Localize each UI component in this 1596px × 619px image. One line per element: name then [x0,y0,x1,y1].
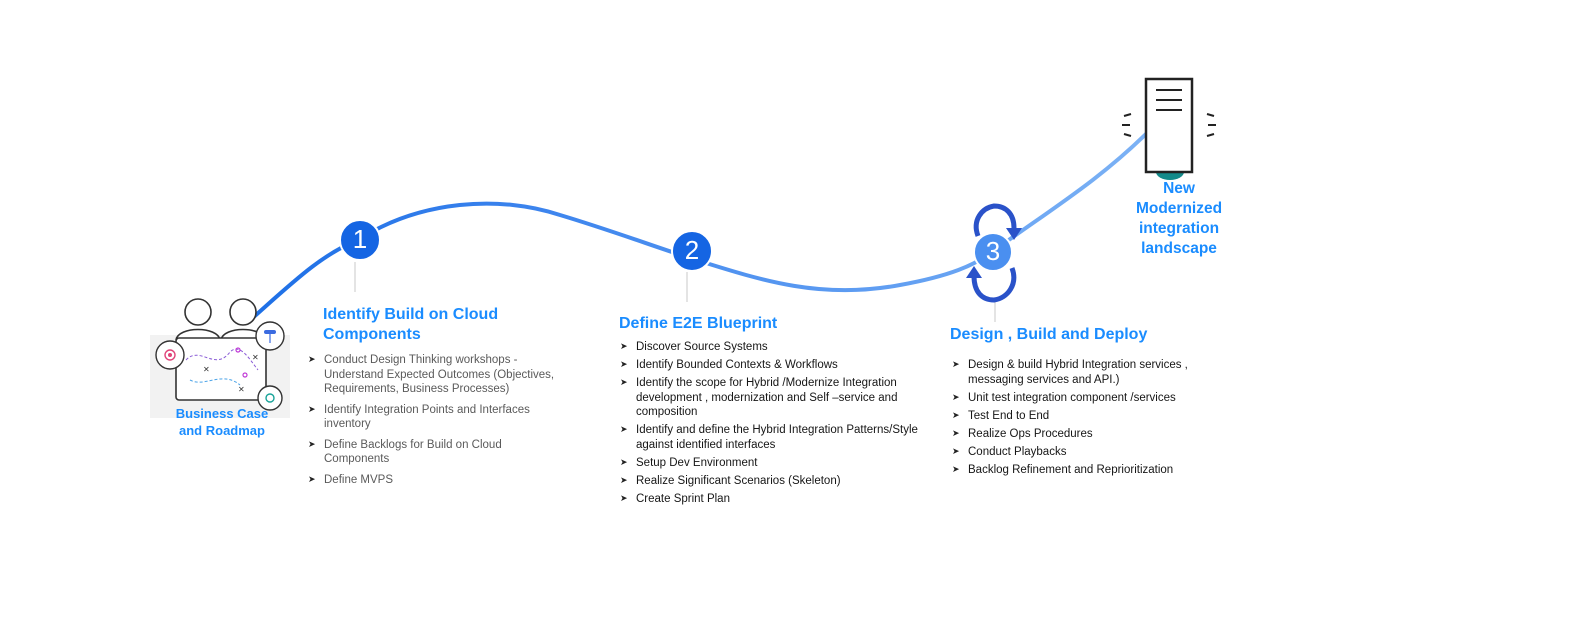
phase2-list: Discover Source Systems Identify Bounded… [620,340,920,510]
svg-text:✕: ✕ [238,385,245,394]
phase1-title-line2: Components [323,326,421,343]
list-item: Realize Ops Procedures [952,427,1220,442]
list-item: Identify Bounded Contexts & Workflows [620,358,920,373]
new-landscape-line2: Modernized [1135,200,1223,217]
list-item: Backlog Refinement and Reprioritization [952,463,1220,478]
new-landscape-label: New Modernized integration landscape [1120,179,1238,259]
list-item: Setup Dev Environment [620,456,920,471]
phase3-list: Design & build Hybrid Integration servic… [952,358,1220,481]
list-item: Unit test integration component /service… [952,391,1220,406]
new-landscape-line1: New [1163,180,1195,197]
phase3-title: Design , Build and Deploy [950,326,1148,343]
svg-text:✕: ✕ [203,365,210,374]
list-item: Realize Significant Scenarios (Skeleton) [620,474,920,489]
list-item: Define MVPS [308,473,570,488]
business-case-label-line2: and Roadmap [179,423,265,438]
phase2-title: Define E2E Blueprint [619,315,778,332]
step2-circle [671,230,713,272]
cycle-arrows-icon [966,203,1022,303]
business-case-icon: ✕ ✕ ✕ [150,298,290,418]
step1-circle [339,219,381,261]
business-case-label: Business Case and Roadmap [160,405,284,439]
list-item: Conduct Playbacks [952,445,1220,460]
step3-circle [973,232,1013,272]
list-item: Conduct Design Thinking workshops - Unde… [308,353,570,397]
phase1-title: Identify Build on Cloud Components [323,305,553,345]
list-item: Create Sprint Plan [620,492,920,507]
list-item: Define Backlogs for Build on Cloud Compo… [308,438,570,467]
step3-number: 3 [985,236,1001,266]
list-item: Identify the scope for Hybrid /Modernize… [620,376,920,420]
phase1-list: Conduct Design Thinking workshops - Unde… [308,353,570,493]
list-item: Identify and define the Hybrid Integrati… [620,423,920,452]
server-icon [1122,77,1216,180]
step1-number: 1 [352,224,368,254]
list-item: Design & build Hybrid Integration servic… [952,358,1220,387]
phase1-title-line1: Identify Build on Cloud [323,306,499,323]
svg-text:✕: ✕ [252,353,259,362]
step2-number: 2 [684,235,700,265]
list-item: Identify Integration Points and Interfac… [308,403,570,432]
list-item: Discover Source Systems [620,340,920,355]
new-landscape-line3: integration [1138,220,1220,237]
business-case-label-line1: Business Case [175,406,269,421]
list-item: Test End to End [952,409,1220,424]
new-landscape-line4: landscape [1141,240,1217,257]
